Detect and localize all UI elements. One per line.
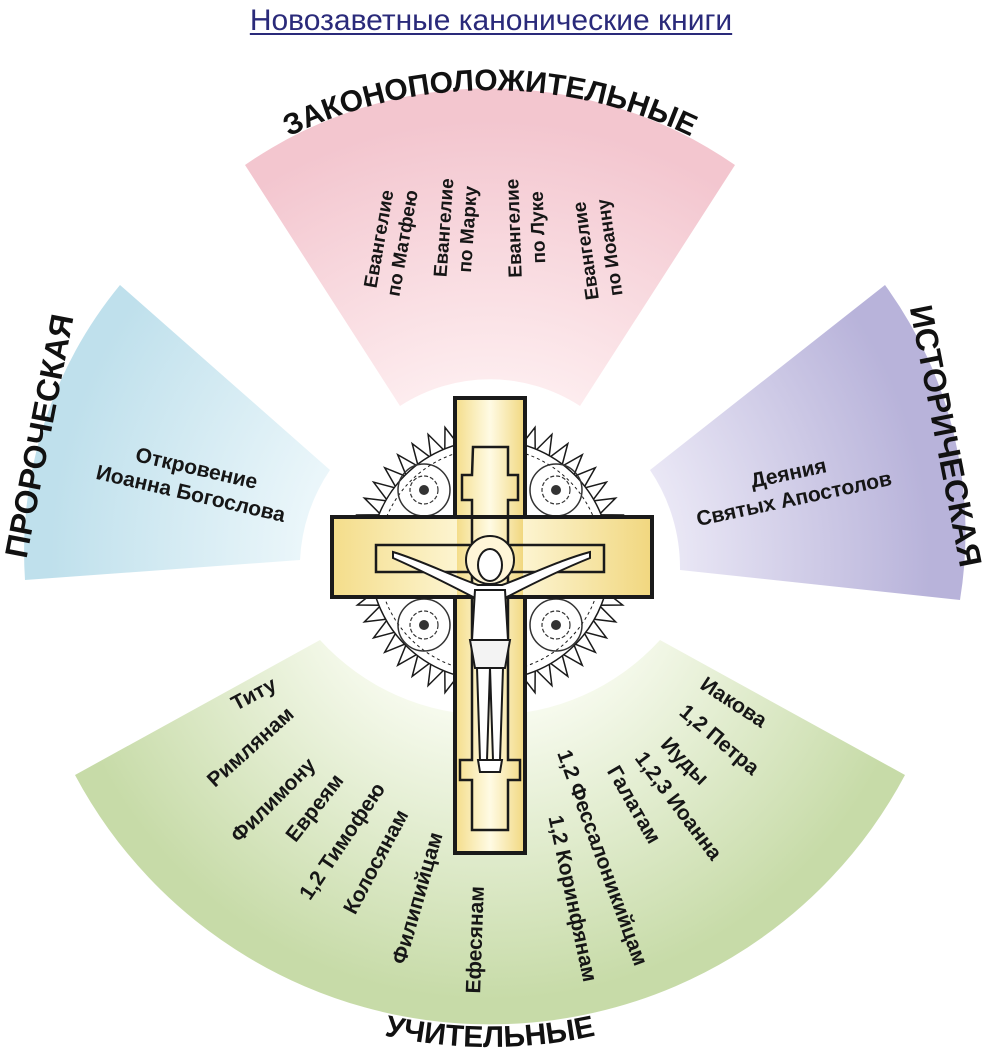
sector-law [245,88,735,406]
law-book-3-line-2: по Луке [527,191,551,264]
law-book-3: Евангелие по Луке [502,178,550,278]
corpus-figure [392,535,591,773]
crucifix-icon [330,396,654,855]
law-book-3-line-1: Евангелие [502,178,526,278]
page-title: Новозаветные канонические книги [0,0,982,42]
law-book-2: Евангелие по Марку [431,178,482,278]
teaching-book-ephesians: Ефесянам [462,886,489,994]
sector-prophecy [24,285,331,580]
page-title-text: Новозаветные канонические книги [249,4,733,37]
sector-history [650,285,966,600]
